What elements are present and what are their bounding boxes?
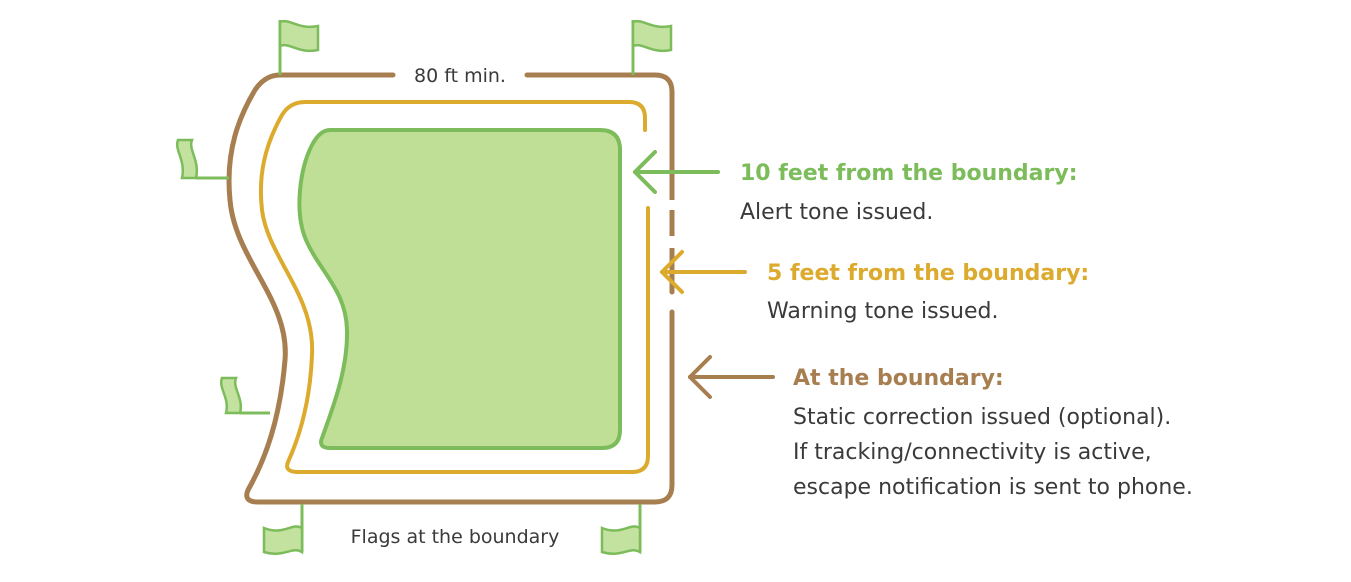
flag-icon (600, 504, 642, 555)
arrow-left-icon (633, 150, 720, 194)
boundary-description-line-1: Static correction issued (optional). (793, 405, 1171, 430)
flags-caption: Flags at the boundary (351, 526, 560, 548)
inner-zone-area (297, 128, 622, 450)
ten-feet-description: Alert tone issued. (740, 200, 933, 225)
arrow-left-icon (688, 355, 775, 399)
outer-boundary-line-right (524, 72, 675, 295)
flag-icon (631, 19, 673, 75)
boundary-heading: At the boundary: (793, 366, 1004, 391)
middle-zone-line (258, 100, 650, 474)
five-feet-description: Warning tone issued. (767, 299, 998, 324)
flag-icon (219, 376, 270, 415)
flag-icon (262, 504, 304, 555)
ten-feet-heading: 10 feet from the boundary: (740, 161, 1078, 186)
arrow-left-icon (660, 250, 747, 294)
boundary-description-line-2: If tracking/connectivity is active, (793, 440, 1152, 465)
boundary-description-line-3: escape notification is sent to phone. (793, 475, 1193, 500)
dimension-label: 80 ft min. (414, 65, 506, 87)
five-feet-heading: 5 feet from the boundary: (767, 261, 1089, 286)
flag-icon (175, 138, 229, 180)
flag-icon (278, 19, 320, 75)
outer-boundary-line (226, 72, 675, 505)
